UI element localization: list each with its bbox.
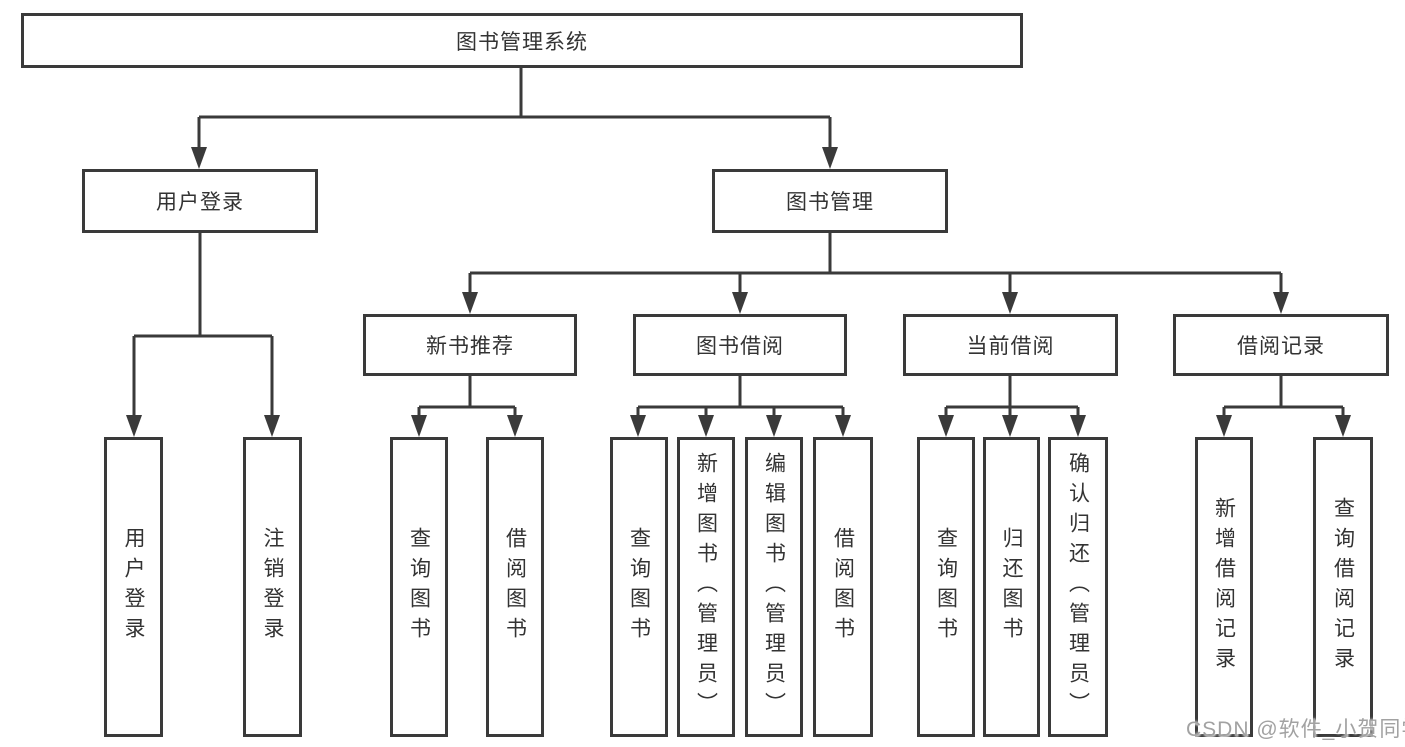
arrowheads <box>126 147 1351 437</box>
node-leaf-logout: 注销登录 <box>243 437 302 737</box>
node-leaf-borrow-book-2: 借阅图书 <box>813 437 873 737</box>
node-leaf-add-book: 新增图书（管理员） <box>677 437 735 737</box>
node-leaf-user-login: 用户登录 <box>104 437 163 737</box>
node-root: 图书管理系统 <box>21 13 1023 68</box>
node-leaf-add-borrow-record: 新增借阅记录 <box>1195 437 1253 737</box>
node-borrow-records: 借阅记录 <box>1173 314 1389 376</box>
node-leaf-query-book-1: 查询图书 <box>390 437 448 737</box>
node-leaf-query-book-2: 查询图书 <box>610 437 668 737</box>
csdn-watermark: CSDN @软件_小贺同学 <box>1186 718 1405 741</box>
node-user-login: 用户登录 <box>82 169 318 233</box>
node-book-borrow: 图书借阅 <box>633 314 847 376</box>
node-leaf-borrow-book-1: 借阅图书 <box>486 437 544 737</box>
node-leaf-query-borrow-record: 查询借阅记录 <box>1313 437 1373 737</box>
node-leaf-confirm-return: 确认归还（管理员） <box>1048 437 1108 737</box>
node-leaf-return-book: 归还图书 <box>983 437 1040 737</box>
node-leaf-edit-book: 编辑图书（管理员） <box>745 437 803 737</box>
node-leaf-query-book-3: 查询图书 <box>917 437 975 737</box>
node-current-borrow: 当前借阅 <box>903 314 1118 376</box>
node-book-management: 图书管理 <box>712 169 948 233</box>
node-new-book-recommend: 新书推荐 <box>363 314 577 376</box>
